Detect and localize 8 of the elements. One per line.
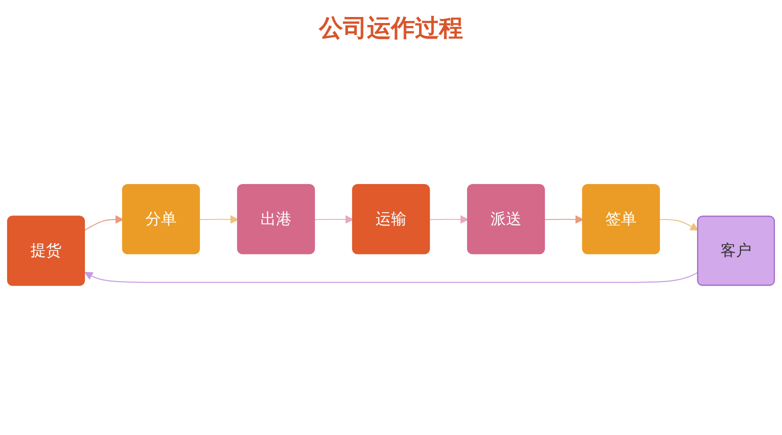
arrow [84, 272, 699, 283]
arrow [659, 219, 699, 231]
arrow [544, 215, 584, 224]
arrow [199, 215, 239, 224]
diagram-title: 公司运作过程 [318, 13, 464, 44]
arrow [314, 215, 354, 224]
arrow [429, 215, 469, 224]
arrow [84, 215, 124, 231]
